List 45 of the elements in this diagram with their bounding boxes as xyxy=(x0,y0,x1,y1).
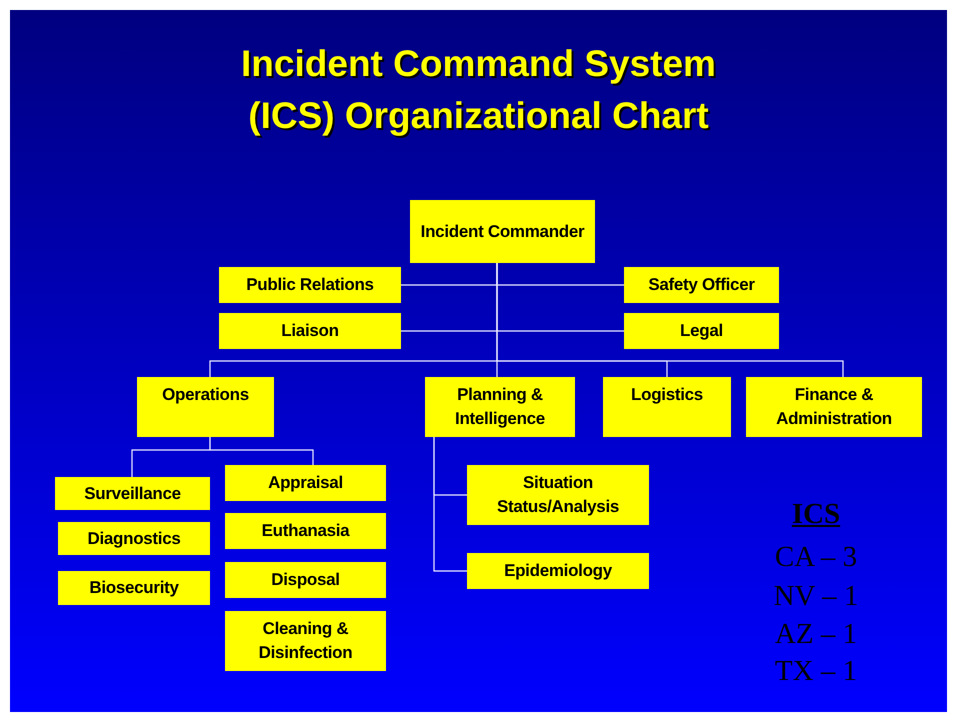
role-label: Legal xyxy=(680,320,723,342)
connector-line xyxy=(433,437,467,572)
role-label: Euthanasia xyxy=(262,520,350,542)
role-box xyxy=(603,377,731,437)
role-box xyxy=(58,571,210,605)
role-box xyxy=(225,465,386,501)
table-heading: ICS xyxy=(790,497,842,532)
role-box xyxy=(219,267,401,303)
state-count: TX – 1 xyxy=(774,654,858,689)
state-count: AZ – 1 xyxy=(774,617,858,652)
connector-line xyxy=(496,263,844,377)
role-label: Situation Status/Analysis xyxy=(496,472,620,518)
role-box xyxy=(624,313,779,349)
role-label: Disposal xyxy=(271,569,340,591)
role-box xyxy=(225,513,386,549)
role-box xyxy=(225,562,386,598)
connector-line xyxy=(209,437,314,465)
role-box xyxy=(624,267,779,303)
state-count: NV – 1 xyxy=(772,579,860,614)
role-label: Appraisal xyxy=(268,472,343,494)
state-count: CA – 3 xyxy=(774,540,858,575)
role-box xyxy=(425,377,575,437)
role-label: Diagnostics xyxy=(87,528,181,550)
role-label: Finance & Administration xyxy=(775,384,893,430)
role-box xyxy=(219,313,401,349)
role-label: Safety Officer xyxy=(648,274,755,296)
role-label: Epidemiology xyxy=(504,560,612,582)
role-box xyxy=(746,377,922,437)
role-box xyxy=(225,611,386,671)
role-box xyxy=(467,553,649,589)
role-box xyxy=(467,465,649,525)
role-label: Liaison xyxy=(281,320,339,342)
role-label: Planning & Intelligence xyxy=(454,384,546,430)
role-label: Operations xyxy=(162,384,249,406)
role-label: Incident Commander xyxy=(420,220,584,242)
role-box xyxy=(137,377,274,437)
role-label: Cleaning & Disinfection xyxy=(258,618,354,664)
role-box xyxy=(58,522,210,555)
role-label: Biosecurity xyxy=(89,577,179,599)
role-label: Public Relations xyxy=(246,274,374,296)
slide-title: Incident Command System (ICS) Organizational Chart xyxy=(240,42,717,138)
role-box xyxy=(55,477,210,510)
role-box xyxy=(410,200,595,263)
role-label: Logistics xyxy=(631,384,703,406)
role-label: Surveillance xyxy=(84,482,181,504)
